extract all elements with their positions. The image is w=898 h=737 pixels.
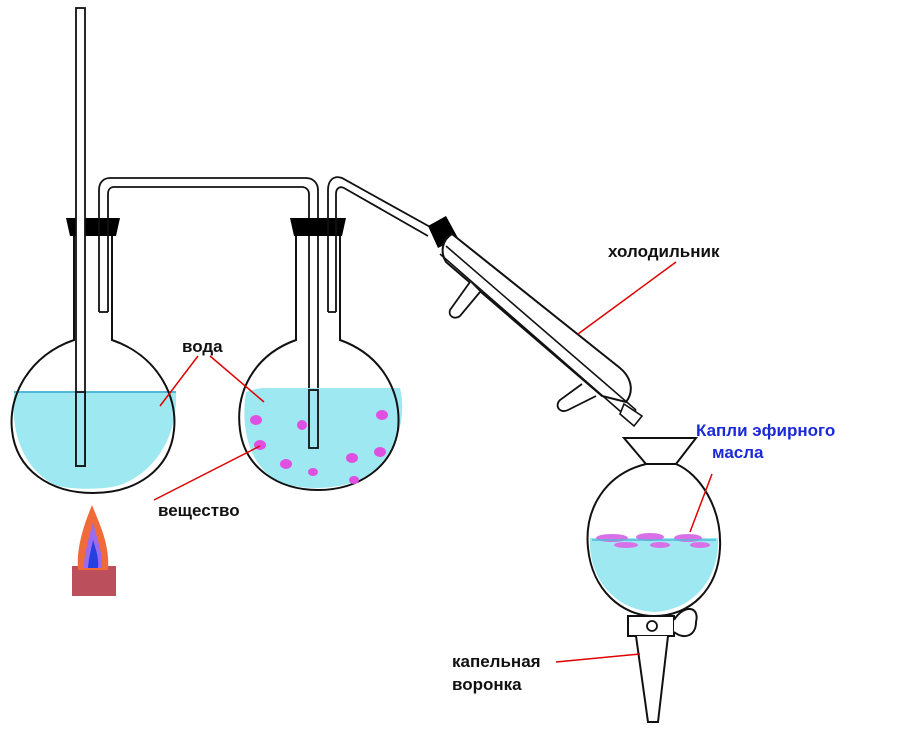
label-oil-drops-line2: масла (712, 443, 764, 462)
flask-water (10, 7, 319, 495)
label-funnel-line1: капельная (452, 652, 541, 671)
separatory-funnel-icon (586, 437, 722, 723)
label-condenser: холодильник (608, 242, 720, 261)
label-oil-drops-line1: Капли эфирного (696, 421, 835, 440)
condenser-icon (428, 216, 644, 428)
label-substance: вещество (158, 501, 240, 520)
leader-lines (153, 261, 713, 663)
substance-particles (250, 410, 388, 484)
burner-flame-icon (72, 505, 116, 596)
label-funnel-line2: воронка (452, 675, 522, 694)
label-water: вода (182, 337, 223, 356)
flask-substance (238, 176, 433, 492)
